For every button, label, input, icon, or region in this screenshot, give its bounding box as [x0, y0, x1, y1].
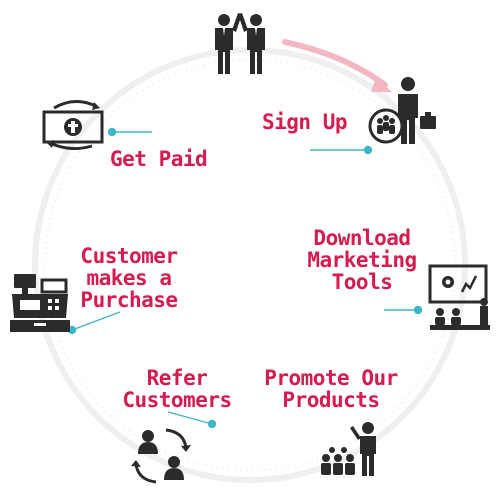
step-label-get-paid: Get Paid — [110, 147, 208, 171]
businessman-team-icon — [368, 77, 436, 144]
presentation-board-icon — [428, 264, 490, 330]
step-label-refer-customers: Refer Customers — [122, 366, 232, 412]
cycle-arrow-head — [371, 77, 392, 92]
step-label-promote-our-products: Promote Our Products — [264, 366, 398, 412]
connector-dot-sign-up — [363, 145, 373, 155]
money-cycle-icon — [42, 100, 104, 150]
step-label-customer-makes-a-purchase: Customer makes a Purchase — [80, 244, 178, 312]
connector-dot-download — [413, 305, 423, 315]
step-label-sign-up: Sign Up — [262, 110, 348, 134]
speaker-audience-icon — [321, 422, 376, 476]
cash-register-icon — [10, 274, 70, 332]
handshake-high-five-icon — [215, 13, 265, 74]
connector-dot-get-paid — [107, 127, 117, 137]
connector-dot-refer — [207, 419, 217, 429]
people-exchange-icon — [131, 428, 191, 484]
connectors — [67, 127, 423, 429]
step-label-download-marketing-tools: Download Marketing Tools — [307, 226, 417, 294]
